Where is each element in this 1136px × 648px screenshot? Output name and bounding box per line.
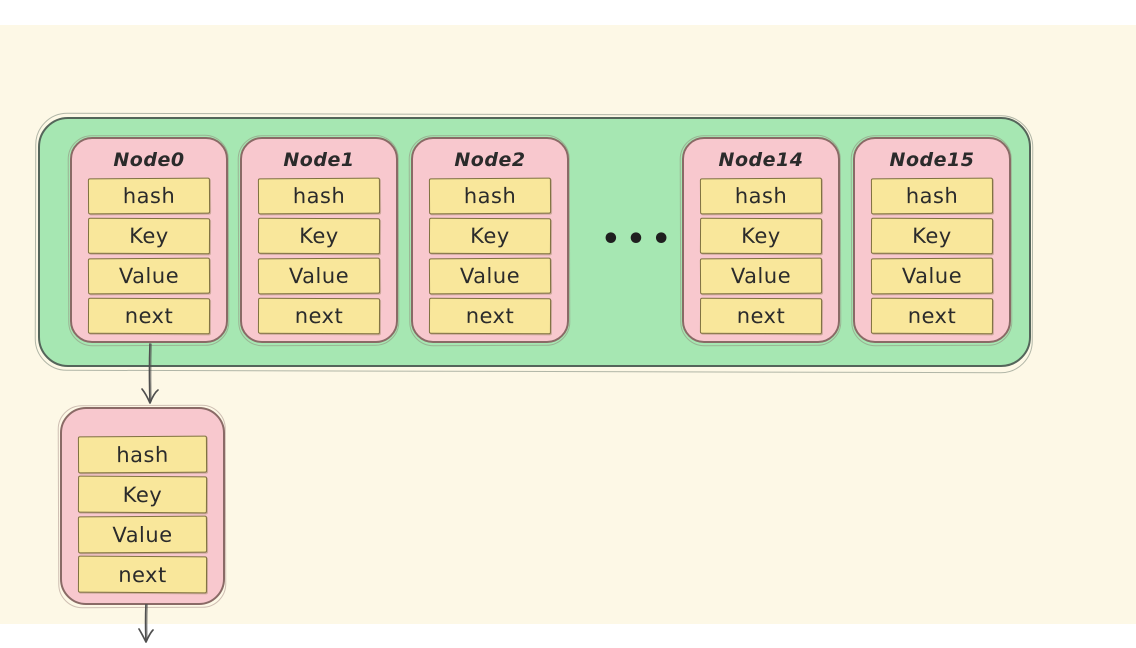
- bucket-node-15: Node15 hash Key Value next: [853, 137, 1011, 343]
- arrow-chained-node-continues-icon: [138, 604, 154, 643]
- ellipsis-dots: •••: [601, 221, 677, 257]
- node-title: Node1: [283, 149, 355, 171]
- node-title: Node2: [454, 149, 526, 171]
- field-next: next: [77, 555, 208, 594]
- field-hash: hash: [77, 435, 208, 474]
- field-key: Key: [77, 475, 208, 514]
- node-fields: hash Key Value next: [62, 409, 223, 594]
- field-next: next: [870, 297, 994, 335]
- bucket-node-0: Node0 hash Key Value next: [70, 137, 228, 343]
- field-next: next: [87, 297, 211, 335]
- field-value: Value: [428, 257, 552, 295]
- node-fields: hash Key Value next: [684, 176, 838, 335]
- field-key: Key: [428, 217, 552, 255]
- field-hash: hash: [870, 177, 994, 215]
- arrow-node0-to-chained-icon: [141, 343, 159, 404]
- field-key: Key: [870, 217, 994, 255]
- node-title: Node15: [889, 149, 975, 171]
- node-fields: hash Key Value next: [855, 176, 1009, 335]
- bucket-node-2: Node2 hash Key Value next: [411, 137, 569, 343]
- bucket-node-1: Node1 hash Key Value next: [240, 137, 398, 343]
- node-title: Node14: [718, 149, 804, 171]
- node-fields: hash Key Value next: [413, 176, 567, 335]
- field-hash: hash: [87, 177, 211, 215]
- field-next: next: [699, 297, 823, 335]
- chained-node: hash Key Value next: [60, 407, 225, 605]
- field-key: Key: [87, 217, 211, 255]
- page: Node0 hash Key Value next Node1 hash Key…: [0, 0, 1136, 624]
- field-next: next: [257, 297, 381, 335]
- node-fields: hash Key Value next: [72, 176, 226, 335]
- node-fields: hash Key Value next: [242, 176, 396, 335]
- field-value: Value: [870, 257, 994, 295]
- field-value: Value: [87, 257, 211, 295]
- node-title: Node0: [113, 149, 185, 171]
- field-hash: hash: [428, 177, 552, 215]
- bucket-node-14: Node14 hash Key Value next: [682, 137, 840, 343]
- field-value: Value: [699, 257, 823, 295]
- field-next: next: [428, 297, 552, 335]
- field-value: Value: [257, 257, 381, 295]
- field-key: Key: [257, 217, 381, 255]
- field-value: Value: [77, 515, 208, 554]
- field-key: Key: [699, 217, 823, 255]
- field-hash: hash: [257, 177, 381, 215]
- diagram-canvas: Node0 hash Key Value next Node1 hash Key…: [0, 25, 1136, 643]
- field-hash: hash: [699, 177, 823, 215]
